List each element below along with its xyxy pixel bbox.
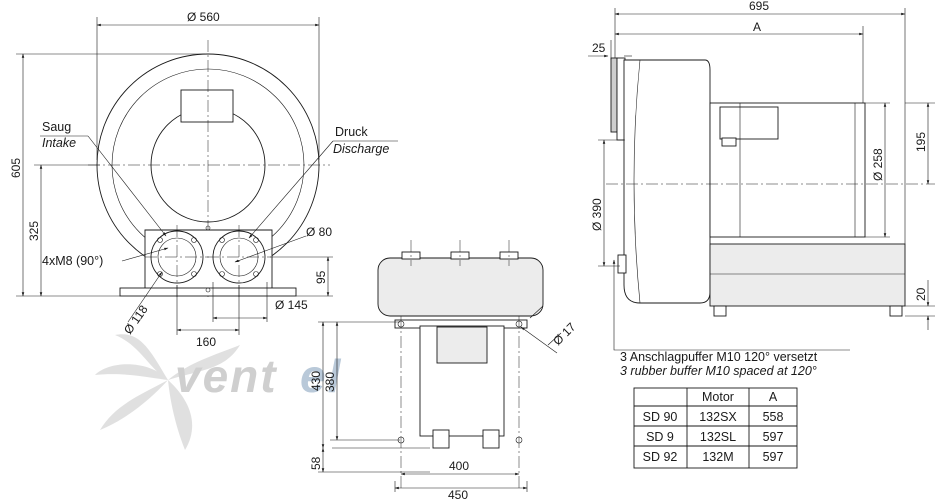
dim-foot-label: 58 (309, 456, 323, 470)
dim-length-a-label: A (753, 20, 761, 34)
dim-total-length-label: 695 (749, 0, 769, 13)
dim-width-total-label: 450 (448, 488, 468, 502)
buffer-note: 3 Anschlagpuffer M10 120° versetzt 3 rub… (620, 350, 818, 378)
terminal-window (436, 326, 488, 364)
dim-width-label: Ø 560 (187, 10, 220, 24)
table-header-motor: Motor (702, 390, 734, 404)
dim-height-total-label: 430 (309, 371, 323, 391)
table-cell: SD 9 (646, 430, 674, 444)
side-view: 695 A 25 Ø 258 195 20 Ø 390 (588, 0, 935, 351)
front-view: Ø 560 605 325 95 160 Ø 145 Ø 80 Ø 118 (9, 10, 398, 349)
bottom-view: 430 380 58 400 450 Ø 17 (309, 240, 579, 502)
discharge-label-de: Druck (335, 125, 368, 139)
side-flange (610, 57, 618, 133)
dim-flange-height-label: 95 (314, 270, 328, 284)
intake-label-de: Saug (42, 120, 71, 134)
motor-table: Motor A SD 90 132SX 558 SD 9 132SL 597 S… (633, 387, 798, 469)
dim-housing-diameter-label: Ø 390 (590, 198, 604, 231)
terminal-box (180, 89, 234, 123)
side-base (709, 243, 906, 307)
table-cell: 597 (763, 430, 784, 444)
watermark-fan-icon (95, 334, 240, 450)
foot-left (432, 429, 450, 449)
dim-base-width-label: Ø 145 (275, 298, 308, 312)
table-cell: 132M (702, 450, 733, 464)
table-cell: 132SL (700, 430, 736, 444)
table-cell: SD 92 (643, 450, 678, 464)
watermark-text-b: el (300, 350, 342, 402)
discharge-label-en: Discharge (333, 142, 389, 156)
note-line-en: 3 rubber buffer M10 spaced at 120° (620, 364, 817, 378)
foot-right (482, 429, 500, 449)
dim-height-inner-label: 380 (323, 372, 337, 392)
dim-base-label: 20 (914, 287, 928, 301)
table-cell: SD 90 (643, 410, 678, 424)
dim-height-label: 605 (9, 158, 23, 178)
discharge-port (207, 225, 271, 300)
thread-label: 4xM8 (90°) (42, 254, 103, 268)
watermark-text-a: vent (175, 350, 278, 402)
dim-port-spacing-label: 160 (196, 335, 216, 349)
intake-label-en: Intake (42, 136, 76, 150)
dim-port-diameter-label: Ø 80 (306, 225, 332, 239)
table-header-a: A (769, 390, 778, 404)
dim-hole-label: Ø 17 (550, 320, 579, 349)
dim-width-inner-label: 400 (449, 459, 469, 473)
dim-top-label: 195 (914, 132, 928, 152)
dim-motor-diameter-label: Ø 258 (871, 148, 885, 181)
blower-housing (623, 59, 711, 304)
table-cell: 597 (763, 450, 784, 464)
dim-center-height-label: 325 (27, 221, 41, 241)
table-cell: 558 (763, 410, 784, 424)
intake-port (145, 225, 209, 300)
housing-top (377, 257, 544, 317)
table-cell: 132SX (699, 410, 737, 424)
watermark-logo: vent el (95, 334, 342, 450)
dim-bolt-circle-label: Ø 118 (121, 302, 151, 336)
dim-offset-label: 25 (592, 41, 606, 55)
side-terminal-box (719, 106, 779, 140)
note-line-de: 3 Anschlagpuffer M10 120° versetzt (620, 350, 818, 364)
